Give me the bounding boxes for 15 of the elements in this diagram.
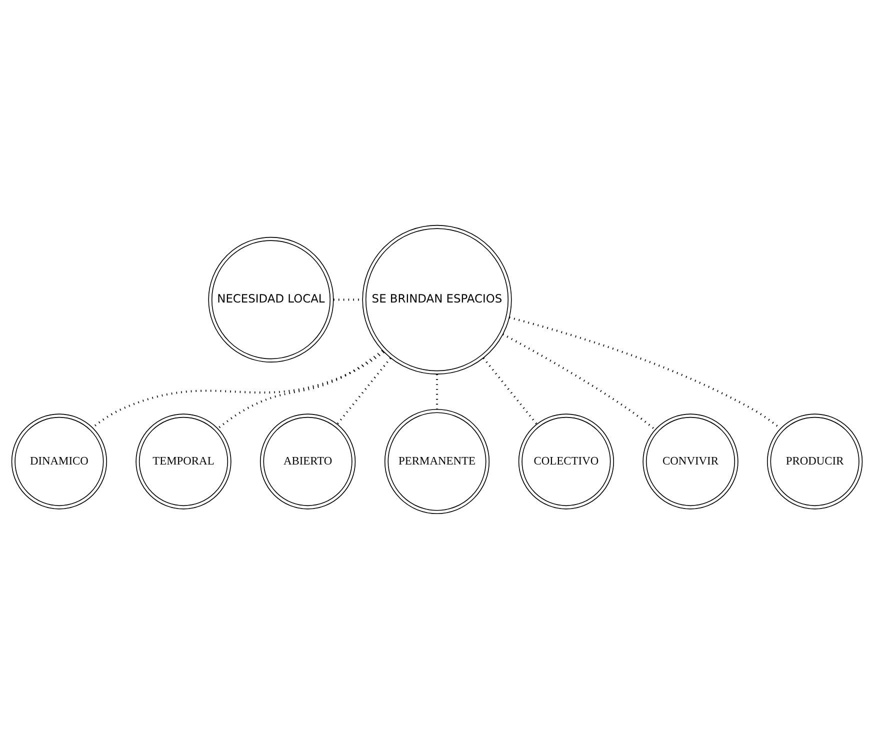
node-circle: ABIERTO	[260, 413, 356, 509]
node-circle: TEMPORAL	[136, 413, 232, 509]
node-circle: CONVIVIR	[642, 413, 738, 509]
connector	[502, 332, 656, 430]
node-circle: PERMANENTE	[384, 408, 490, 514]
node-circle: PRODUCIR	[766, 413, 863, 509]
connector	[436, 374, 438, 409]
connector	[217, 349, 384, 429]
node-circle: SE BRINDAN ESPACIOS	[362, 224, 512, 374]
node-circle: COLECTIVO	[518, 413, 614, 509]
connector	[336, 356, 392, 424]
node-circle: DINAMICO	[11, 413, 108, 509]
node-circle: NECESIDAD LOCAL	[208, 236, 334, 362]
connector	[482, 356, 538, 424]
connector	[92, 350, 384, 428]
